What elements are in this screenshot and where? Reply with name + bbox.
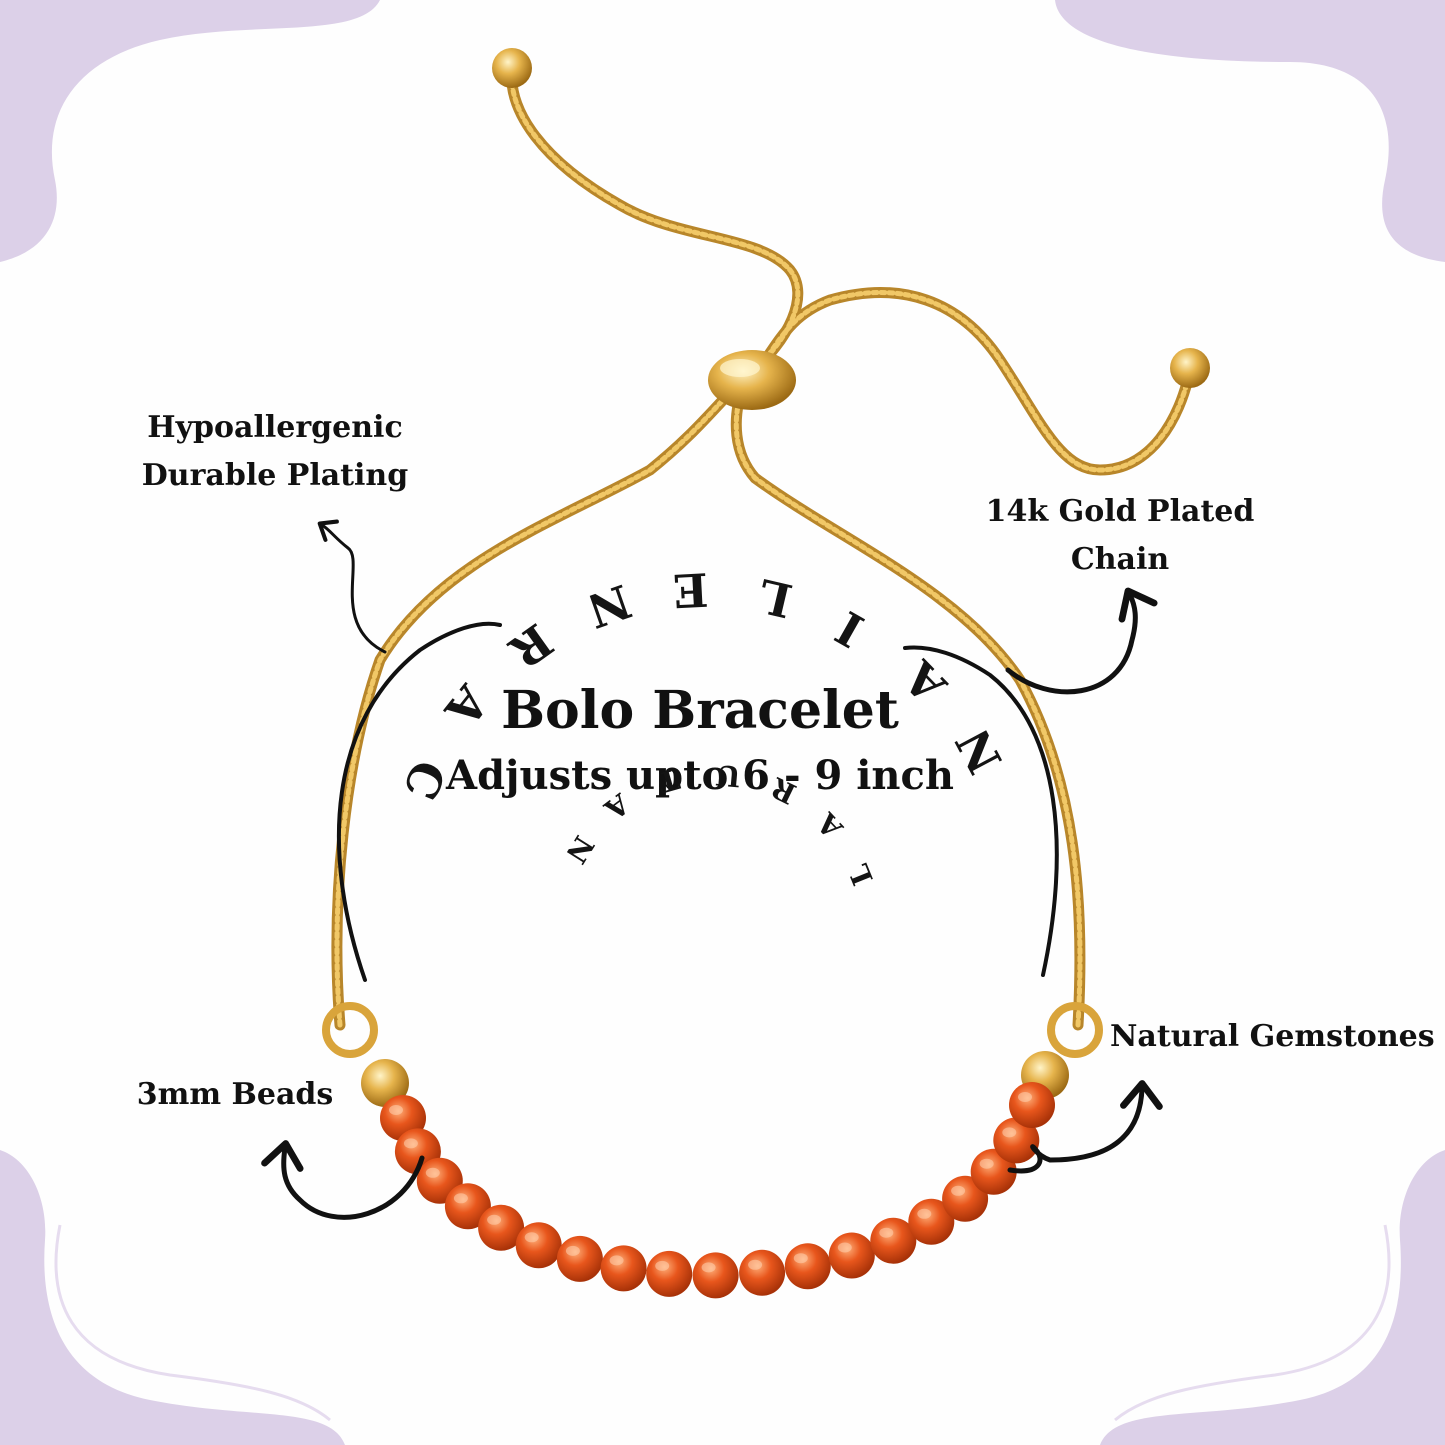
bead-highlight (565, 1245, 580, 1256)
arc-carnelian-letter: E (671, 561, 710, 618)
carnelian-bead (1009, 1082, 1055, 1128)
feature-beads: 3mm Beads (130, 1071, 340, 1119)
bead-highlight (655, 1260, 670, 1271)
carnelian-bead (646, 1250, 693, 1297)
carnelian-bead (784, 1243, 831, 1290)
jump-ring-left (322, 1002, 378, 1058)
jump-ring-right (1047, 1002, 1103, 1058)
corner-accent-bottom-right (1100, 1150, 1445, 1445)
slider-bead (708, 350, 796, 410)
arc-natural-letter: U (714, 757, 742, 793)
arrow-beads (261, 1140, 425, 1220)
arrow-chain (1005, 587, 1158, 695)
product-title: Bolo Bracelet (501, 680, 899, 741)
feature-chain-line1: 14k Gold Plated (985, 494, 1255, 529)
bead-highlight (748, 1259, 763, 1270)
bead-highlight (524, 1232, 539, 1243)
chain-end-ball-right (1170, 348, 1210, 388)
feature-plating-line1: Hypoallergenic (147, 410, 403, 445)
carnelian-bead (556, 1235, 603, 1282)
carnelian-bead (692, 1252, 739, 1299)
feature-gemstones: Natural Gemstones (1110, 1013, 1435, 1061)
bead-highlight (837, 1242, 852, 1253)
carnelian-beads (380, 1082, 1055, 1299)
carnelian-bead (739, 1249, 786, 1296)
carnelian-bead (600, 1245, 647, 1292)
bead-highlight (609, 1255, 624, 1266)
corner-accent-top-right (1055, 0, 1445, 262)
gold-chain (331, 69, 1196, 1031)
bead-highlight (793, 1253, 808, 1264)
corner-accent-bottom-left (0, 1150, 345, 1445)
bead-highlight (487, 1214, 502, 1225)
feature-beads-label: 3mm Beads (136, 1077, 334, 1112)
bead-highlight (979, 1158, 994, 1169)
corner-accent-top-left (0, 0, 380, 262)
arrow-plating (317, 519, 387, 654)
bead-highlight (425, 1167, 440, 1178)
feature-chain: 14k Gold Plated Chain (985, 488, 1255, 584)
bead-highlight (701, 1262, 716, 1273)
corner-outline-bottom-left (54, 1224, 331, 1422)
carnelian-bead (828, 1232, 875, 1279)
bead-highlight (1002, 1127, 1017, 1138)
feature-chain-line2: Chain (1070, 542, 1170, 577)
bead-highlight (951, 1185, 966, 1196)
decorative-arc-left (337, 621, 502, 982)
bead-highlight (879, 1227, 894, 1238)
feature-plating-line2: Durable Plating (141, 458, 409, 493)
bead-highlight (389, 1105, 403, 1115)
corner-outline-bottom-right (1114, 1224, 1391, 1422)
carnelian-bead (515, 1222, 562, 1269)
feature-plating: Hypoallergenic Durable Plating (140, 404, 410, 500)
chain-end-ball-top (492, 48, 532, 88)
bead-highlight (403, 1138, 418, 1149)
arrow-gemstones (1007, 1080, 1163, 1174)
decorative-arc-right (903, 645, 1059, 977)
feature-gemstones-label: Natural Gemstones (1110, 1019, 1435, 1054)
spacer-ball-left (361, 1059, 409, 1107)
bead-highlight (1018, 1092, 1032, 1102)
bead-highlight (453, 1193, 468, 1204)
bead-highlight (917, 1208, 932, 1219)
product-subtitle: Adjusts upto 6 - 9 inch (446, 752, 954, 799)
